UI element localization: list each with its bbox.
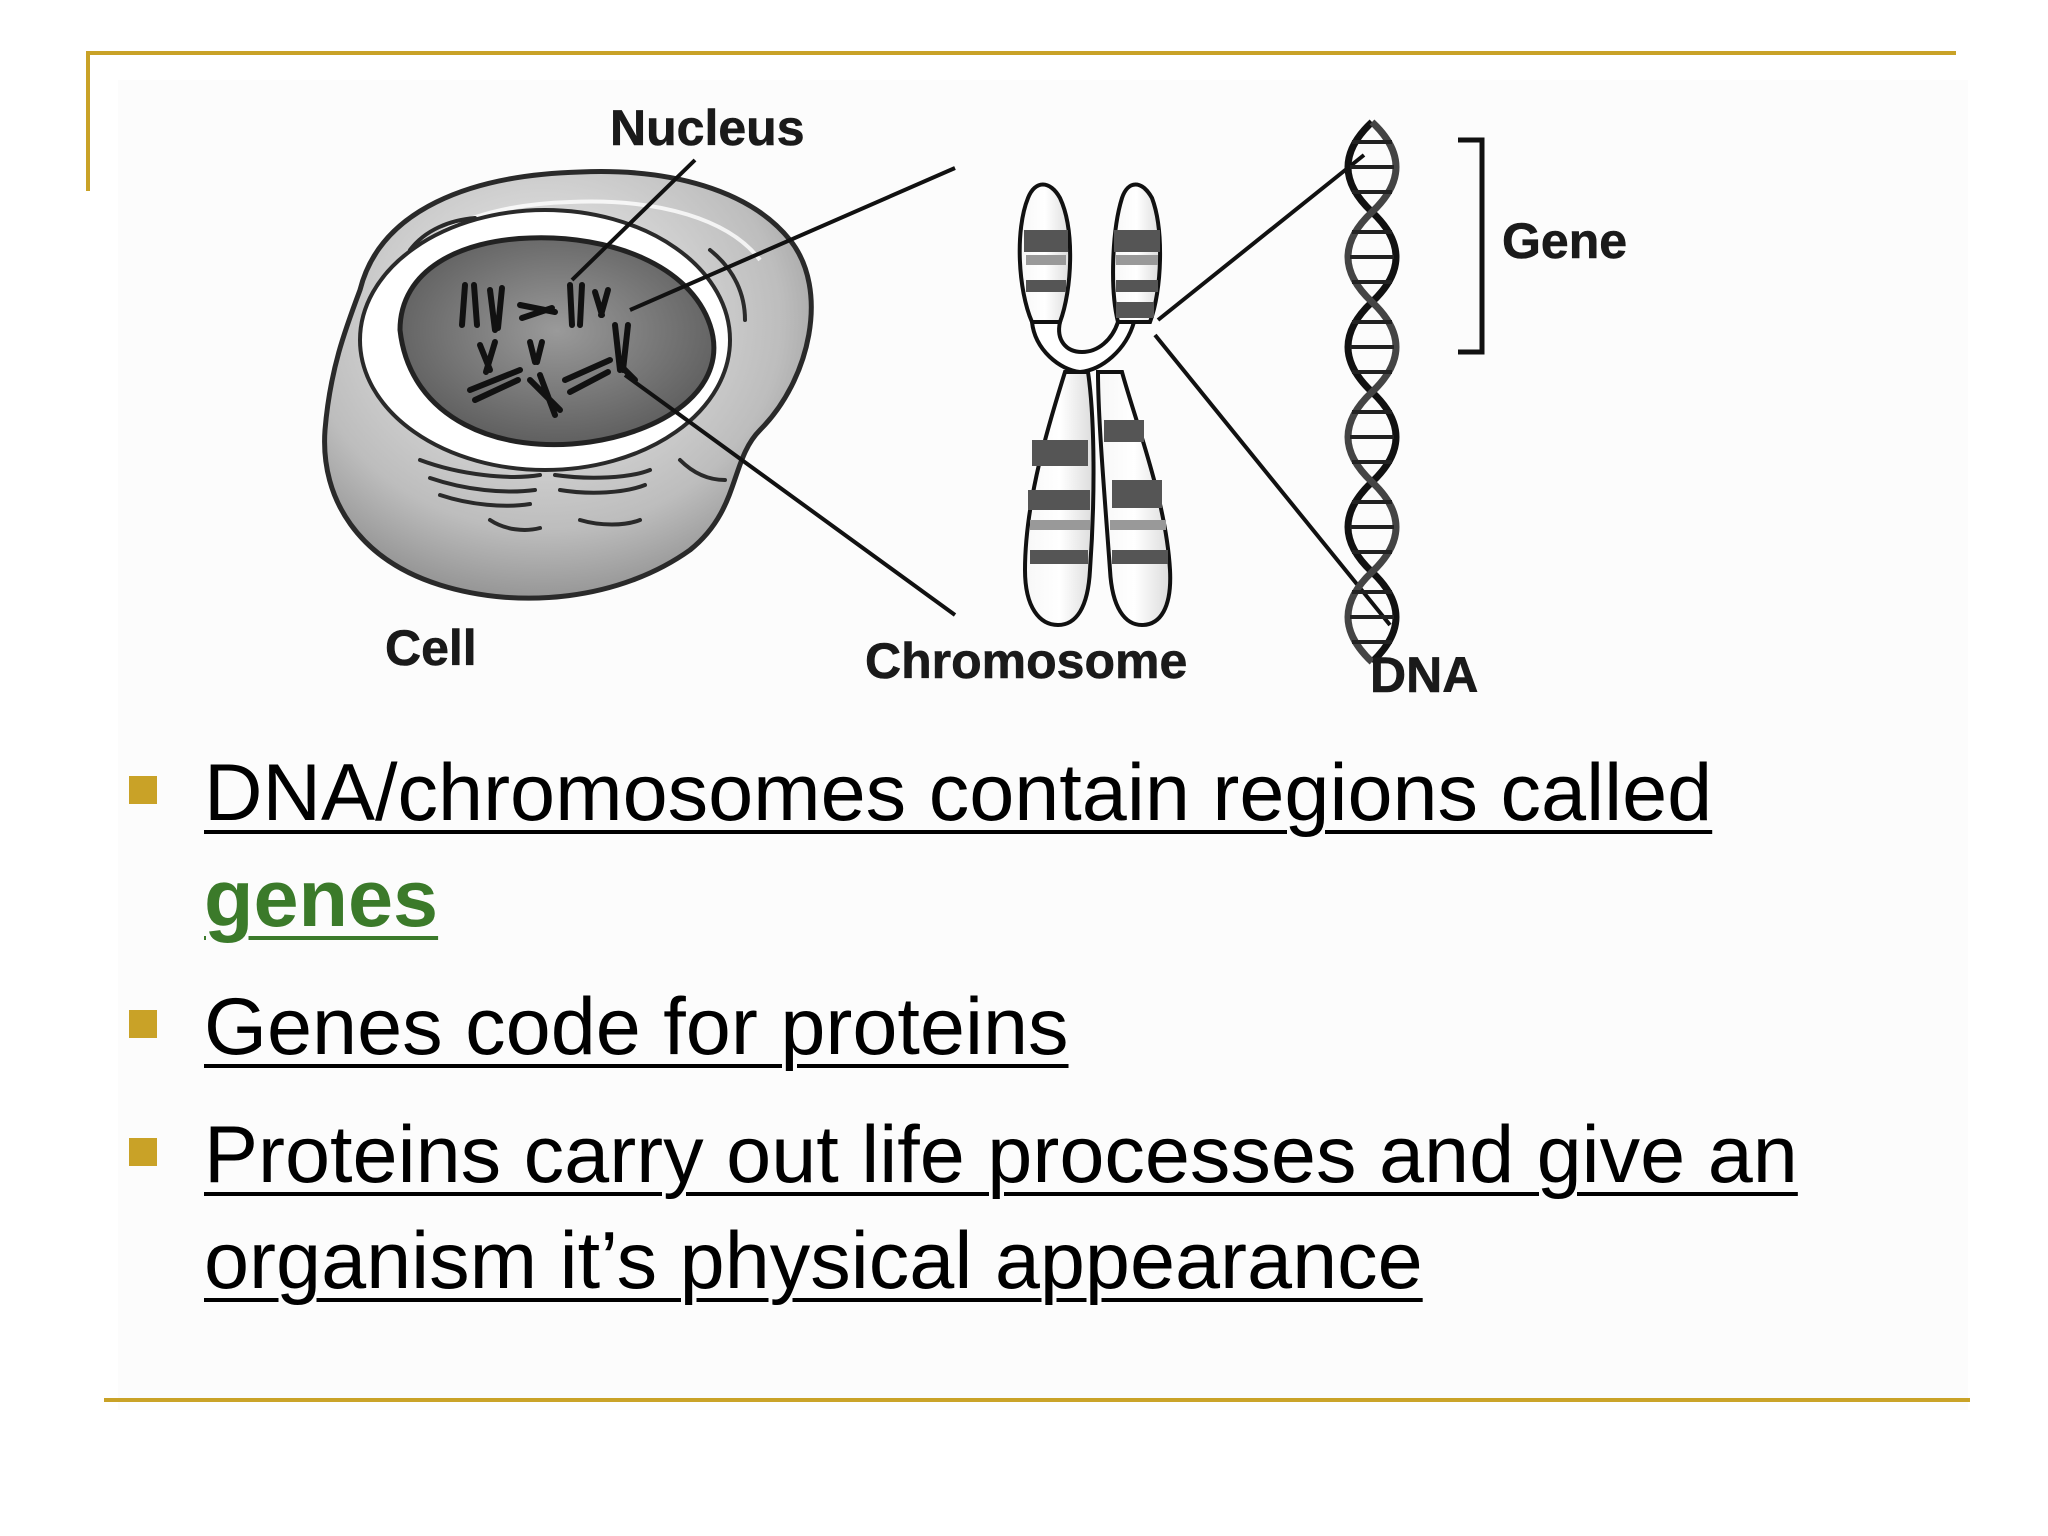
pointer-lines [570,153,1392,627]
bullet-text: Proteins carry out life processes and gi… [204,1110,1798,1306]
bullet-item: Proteins carry out life processes and gi… [118,1102,1918,1314]
bullet-marker [129,776,157,804]
nucleus-interior [397,235,717,448]
bullet-item: DNA/chromosomes contain regions called g… [118,740,1918,952]
bullet-list: DNA/chromosomes contain regions called g… [118,740,1918,1336]
cell-chromosome-dna-diagram: Nucleus Cell Chromosome DNA Gene [322,100,1627,703]
dna-double-helix [1344,119,1400,665]
gene-bracket [1458,137,1485,355]
bullet-marker [129,1010,157,1038]
bottom-border-line [104,1398,1970,1402]
label-cell: Cell [385,620,477,676]
bullet-item: Genes code for proteins [118,974,1918,1080]
highlighted-term-genes: genes [204,854,439,944]
chromosome-illustration [1017,182,1173,628]
top-border-line [86,51,1956,55]
small-chromosomes [459,282,638,418]
bullet-marker [129,1138,157,1166]
left-border-line [86,51,90,191]
label-gene: Gene [1502,213,1627,269]
label-dna: DNA [1370,647,1478,703]
bullet-text: Genes code for proteins [204,982,1069,1072]
cell-illustration [322,169,814,601]
label-chromosome: Chromosome [865,633,1187,689]
label-nucleus: Nucleus [610,100,805,156]
bullet-text: DNA/chromosomes contain regions called [204,748,1713,838]
